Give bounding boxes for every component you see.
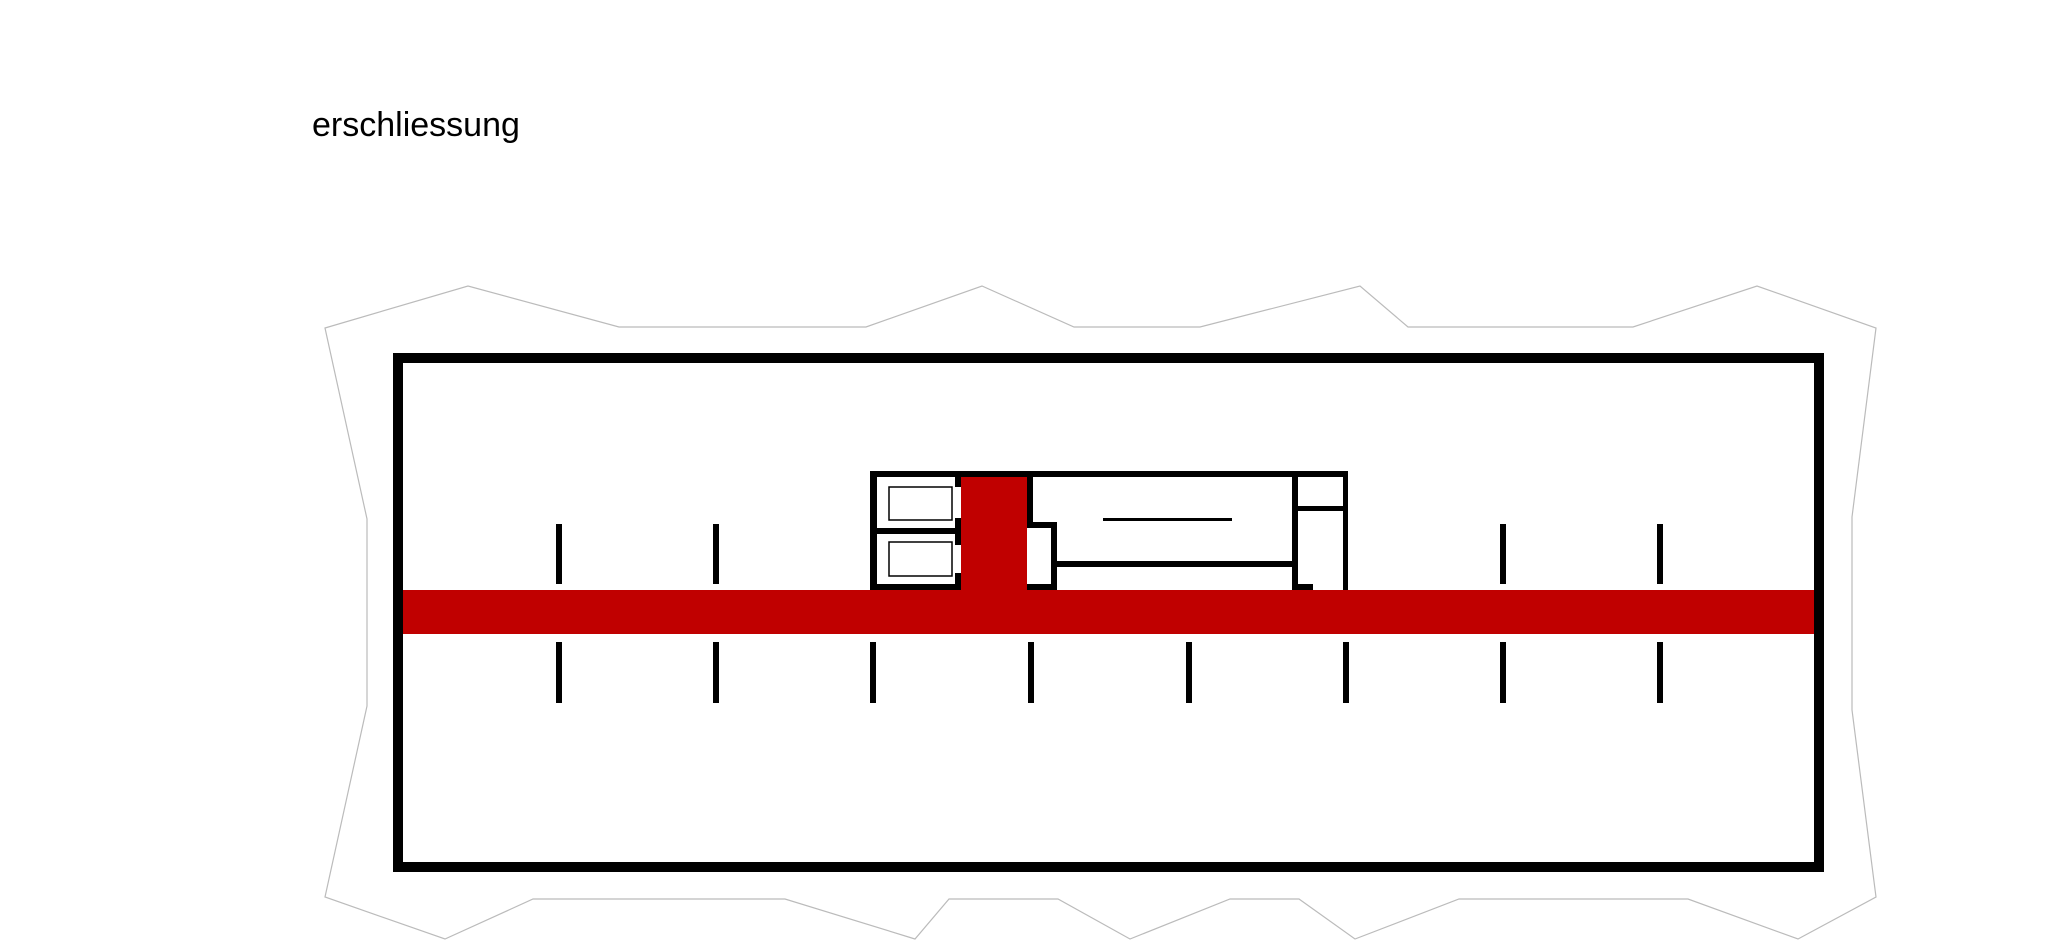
building-outer-wall xyxy=(393,353,1824,872)
columns-lower xyxy=(556,642,1663,703)
column xyxy=(556,642,562,703)
column xyxy=(1500,642,1506,703)
site-boundary xyxy=(324,285,1877,940)
column xyxy=(1657,642,1663,703)
column xyxy=(713,642,719,703)
column xyxy=(1500,524,1506,584)
column xyxy=(556,524,562,584)
column xyxy=(870,642,876,703)
column xyxy=(713,524,719,584)
column xyxy=(1028,642,1034,703)
column xyxy=(1343,642,1349,703)
column xyxy=(1657,524,1663,584)
elevator-car-2 xyxy=(888,541,953,577)
core-walls xyxy=(870,471,1348,590)
columns-upper xyxy=(556,524,1663,584)
column xyxy=(1186,642,1192,703)
circulation-core-vertical xyxy=(961,477,1027,591)
circulation-corridor xyxy=(403,590,1814,634)
diagram-title: erschliessung xyxy=(312,106,520,144)
stair-line xyxy=(1103,518,1232,521)
elevator-car-1 xyxy=(888,486,953,521)
